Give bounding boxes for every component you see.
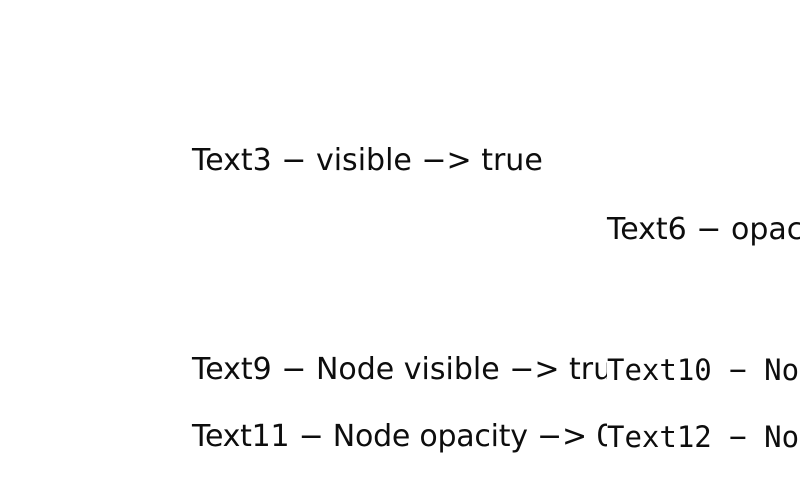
text9-label: Text9 − Node visible −> true [192, 352, 631, 387]
text6-label: Text6 − opacity [607, 212, 800, 247]
text11-label: Text11 − Node opacity −> 0 [192, 419, 615, 454]
text12-label: Text12 − Node [607, 423, 800, 452]
text3-label: Text3 − visible −> true [192, 143, 543, 178]
text10-label: Text10 − Node [607, 356, 800, 385]
